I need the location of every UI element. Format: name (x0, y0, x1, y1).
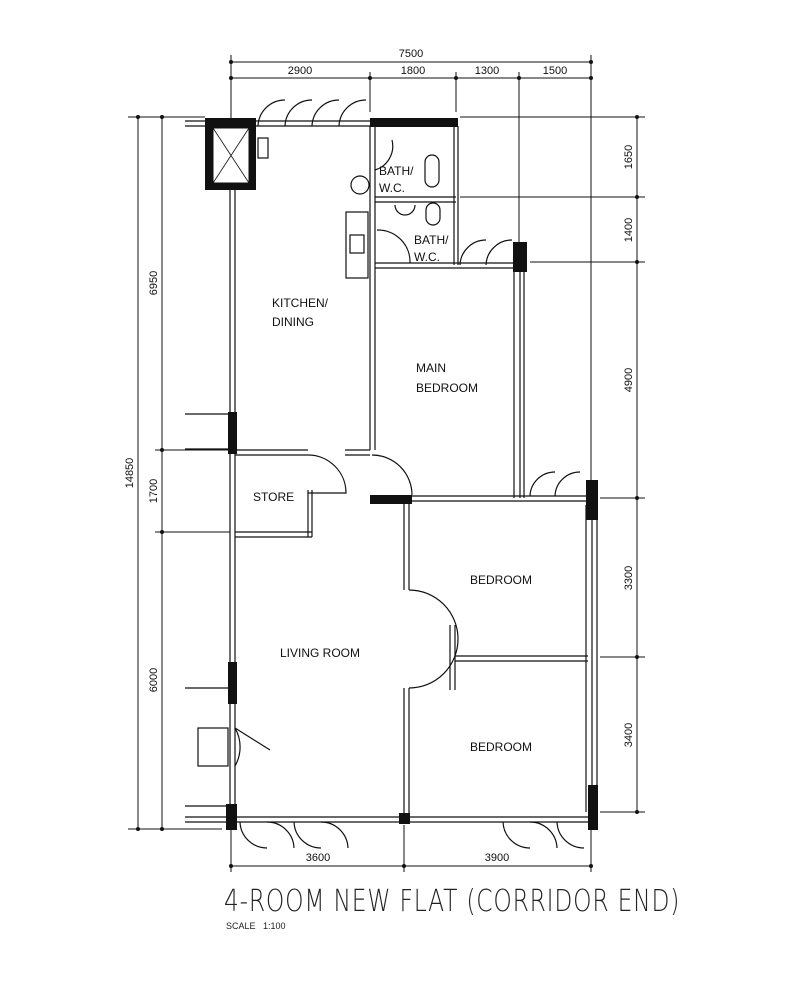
dim-right-4: 3300 (623, 566, 635, 590)
dim-right-2: 1400 (623, 218, 635, 242)
plan-title: 4-ROOM NEW FLAT (CORRIDOR END) (224, 884, 681, 919)
main-bedroom-label-1: MAIN (416, 361, 446, 375)
dim-top-4: 1500 (543, 65, 567, 77)
bath1-label-2: W.C. (379, 181, 405, 195)
dim-right-1: 1650 (623, 145, 635, 169)
bath2-label-2: W.C. (414, 250, 440, 264)
dim-top-1: 2900 (288, 65, 312, 77)
dim-bottom-1: 3600 (306, 852, 330, 864)
walls (185, 99, 598, 849)
dim-bottom-2: 3900 (485, 852, 509, 864)
dim-top-3: 1300 (475, 65, 499, 77)
kitchen-label-1: KITCHEN/ (272, 296, 329, 310)
plan-scale: SCALE 1:100 (226, 921, 286, 931)
bath2-label-1: BATH/ (414, 233, 449, 247)
dim-top-total: 7500 (399, 48, 423, 60)
main-bedroom-label-2: BEDROOM (416, 381, 478, 395)
dim-left-3: 6000 (148, 668, 160, 692)
dim-left-2: 1700 (148, 479, 160, 503)
dim-right-3: 4900 (623, 368, 635, 392)
bedroom-upper-label: BEDROOM (470, 573, 532, 587)
store-label: STORE (253, 490, 294, 504)
bedroom-lower-label: BEDROOM (470, 740, 532, 754)
dim-top-2: 1800 (401, 65, 425, 77)
dim-right-5: 3400 (623, 723, 635, 747)
solid-walls (205, 118, 598, 830)
dim-left-1: 6950 (148, 271, 160, 295)
bath1-label-1: BATH/ (379, 164, 414, 178)
dim-left-total: 14850 (124, 458, 136, 489)
living-room-label: LIVING ROOM (280, 646, 360, 660)
kitchen-label-2: DINING (272, 315, 314, 329)
